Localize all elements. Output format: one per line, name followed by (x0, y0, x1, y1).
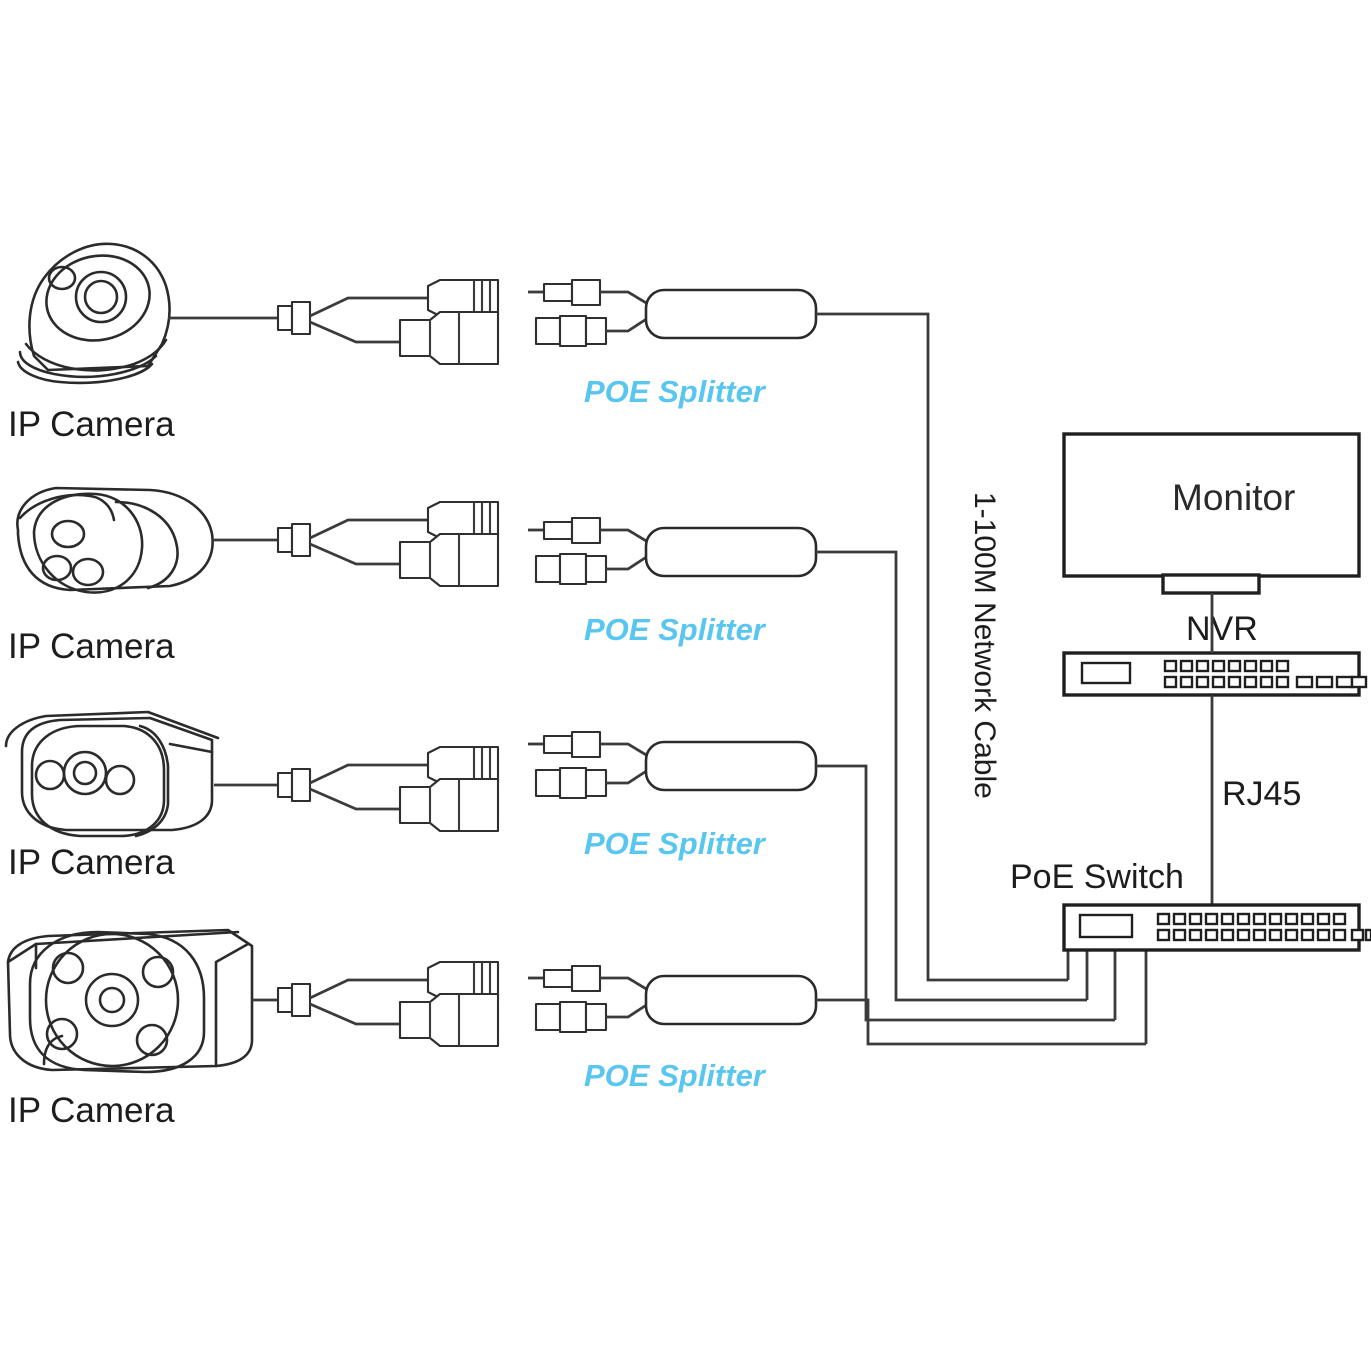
camera-1-graphic (16, 242, 500, 385)
splitter-4-body (644, 974, 818, 1026)
monitor-screen (1062, 432, 1361, 578)
camera-3-graphic (4, 710, 500, 838)
poe-switch-display-panel (1078, 913, 1134, 939)
splitter-3-graphic (528, 730, 1115, 1022)
nvr-side-ports (1295, 675, 1368, 689)
network-cable-label: 1-100M Network Cable (968, 492, 1001, 799)
nvr-port-row-bottom (1163, 675, 1290, 689)
splitter-2-label: POE Splitter (584, 612, 767, 647)
poe-switch-uplinks (1066, 950, 1148, 1044)
splitter-2-body (644, 526, 818, 578)
monitor-label: Monitor (1172, 477, 1295, 518)
splitter-1-graphic (528, 278, 1068, 982)
splitter-4-label: POE Splitter (584, 1058, 767, 1093)
splitter-3-label: POE Splitter (584, 826, 767, 861)
poe-switch-graphic (1062, 903, 1371, 952)
camera-4-graphic (6, 928, 500, 1074)
nvr-graphic (1062, 593, 1368, 905)
rj45-label: RJ45 (1222, 775, 1301, 813)
splitter-1-label: POE Splitter (584, 374, 767, 409)
camera-2-label: IP Camera (8, 627, 175, 666)
splitter-3-body (644, 740, 818, 792)
nvr-display-panel (1080, 661, 1132, 685)
poe-switch-port-row-bottom (1156, 928, 1347, 942)
camera-1-label: IP Camera (8, 405, 175, 444)
camera-4-label: IP Camera (8, 1091, 175, 1130)
nvr-port-row-top (1163, 659, 1290, 673)
poe-switch-side-ports (1350, 928, 1371, 942)
camera-2-graphic (16, 486, 500, 594)
monitor-stand (1161, 573, 1261, 595)
splitter-4-graphic (528, 964, 1146, 1046)
poe-switch-port-row-top (1156, 912, 1347, 926)
monitor-graphic (1062, 432, 1361, 595)
splitter-2-graphic (528, 516, 1087, 1002)
poe-switch-label: PoE Switch (1010, 858, 1184, 896)
nvr-label: NVR (1186, 610, 1258, 648)
camera-3-label: IP Camera (8, 843, 175, 882)
splitter-1-body (644, 288, 818, 340)
